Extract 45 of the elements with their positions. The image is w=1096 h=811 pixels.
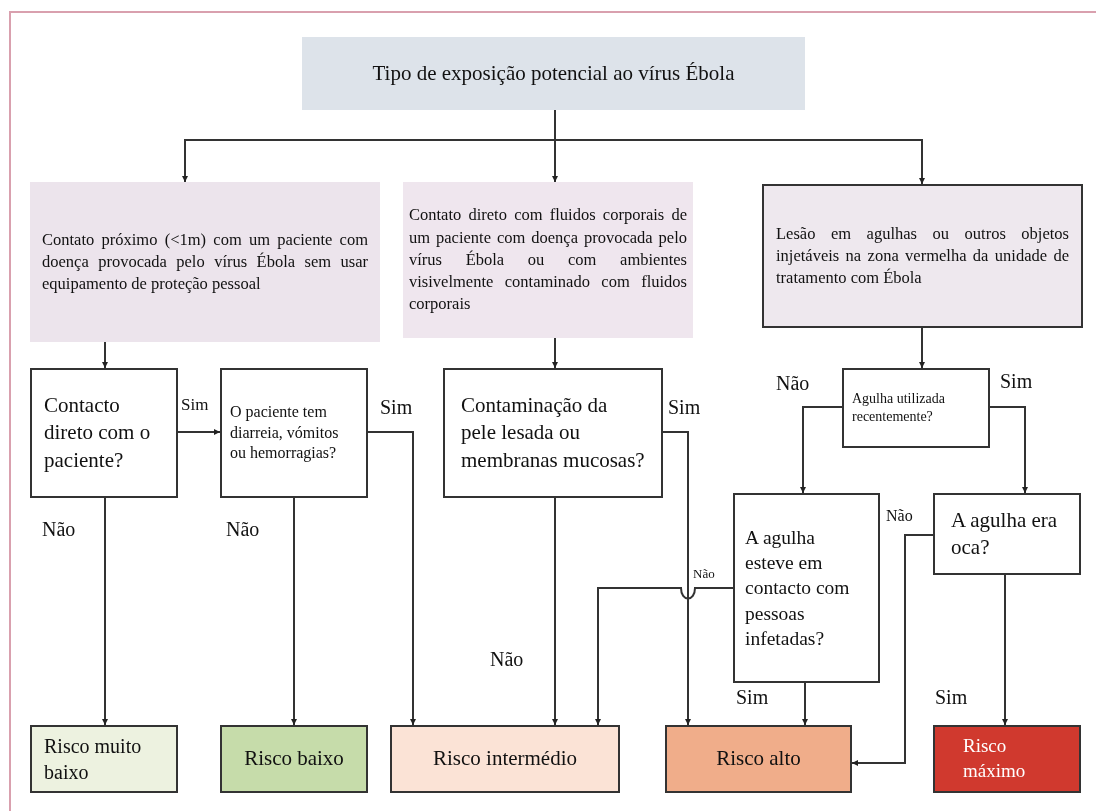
decision-box	[220, 368, 368, 498]
arrow	[552, 497, 558, 726]
node-text: Contaminação da pele lesada ou membranas mucosas?	[461, 392, 645, 474]
arrow	[552, 337, 558, 369]
arrow	[1002, 574, 1008, 726]
node-text: Lesão em agulhas ou outros objetos injetáveis na zona vermelha da unidade de tratamento com Ébola	[776, 222, 1069, 290]
arrow	[367, 431, 416, 726]
outcome-box	[220, 725, 368, 793]
decision-box	[443, 368, 663, 498]
node-text: Risco baixo	[243, 745, 345, 773]
title-box	[302, 37, 805, 110]
arrow	[177, 429, 221, 435]
outcome-box	[30, 725, 178, 793]
process-box	[762, 184, 1083, 328]
arrow	[919, 327, 925, 369]
decision-box	[933, 493, 1081, 575]
arrow	[851, 534, 934, 766]
node-text: Agulha utilizada recentemente?	[852, 389, 946, 426]
decision-box	[842, 368, 990, 448]
arrow	[291, 497, 297, 726]
outcome-box	[933, 725, 1081, 793]
node-text: Risco alto	[715, 745, 802, 773]
decision-box	[30, 368, 178, 498]
arrow	[102, 341, 108, 369]
node-text: Tipo de exposição potencial ao vírus Ébola	[371, 59, 736, 87]
arrow	[595, 587, 734, 726]
node-text: A agulha esteve em contacto com pessoas infetadas?	[745, 525, 851, 651]
node-text: Contato próximo (<1m) com um paciente com doença provocada pelo vírus Ébola sem usar equipamento de proteção pessoal	[42, 228, 368, 296]
arrow	[662, 431, 691, 726]
node-text: Risco intermédio	[431, 745, 579, 773]
node-text: Contato direto com fluidos corporais de um paciente com doença provocada pelo vírus Ébola ou com ambientes visivelmente contaminado com fluidos corporais	[409, 204, 687, 316]
outcome-box	[390, 725, 620, 793]
node-text: O paciente tem diarreia, vómitos ou hemorragias?	[230, 401, 340, 464]
arrow	[802, 682, 808, 726]
node-text: A agulha era oca?	[951, 506, 1059, 561]
decision-box	[733, 493, 880, 683]
node-text: Risco muito baixo	[44, 734, 143, 785]
arrow	[989, 406, 1028, 494]
process-box	[403, 182, 693, 338]
process-box	[30, 182, 380, 342]
outcome-box	[665, 725, 852, 793]
node-text: Contacto direto com o paciente?	[44, 392, 152, 474]
arrow	[102, 497, 108, 726]
arrow	[800, 406, 843, 494]
node-text: Risco máximo	[963, 734, 1027, 783]
